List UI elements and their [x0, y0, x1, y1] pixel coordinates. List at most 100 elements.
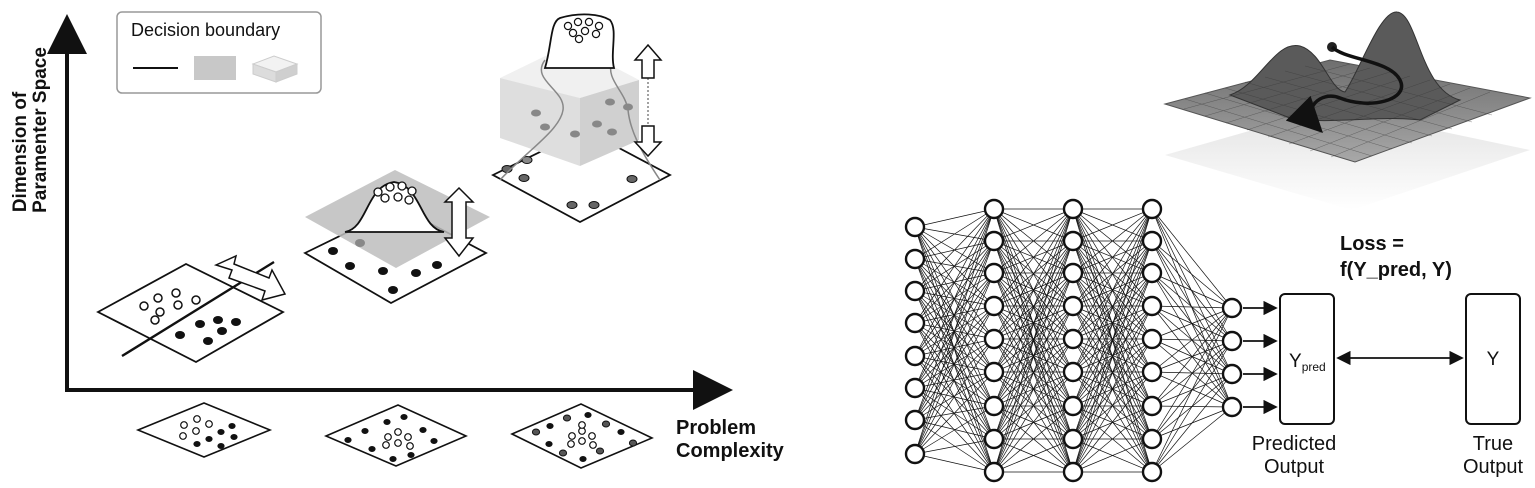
neuron-node — [1141, 461, 1163, 483]
output-arrows — [1243, 300, 1278, 415]
network-edge — [1072, 208, 1153, 242]
network-edge — [1072, 208, 1153, 473]
network-edge — [1151, 406, 1233, 473]
network-edge — [1072, 208, 1153, 307]
mini-plane-medium — [323, 404, 468, 467]
complexity-panel: Dimension of Paramenter Space Problem Co… — [10, 11, 785, 469]
neuron-node — [1062, 395, 1084, 417]
network-edge — [914, 305, 995, 455]
network-edge — [993, 240, 1074, 473]
network-edge — [1151, 272, 1233, 309]
network-edge — [914, 208, 995, 260]
network-edge — [1072, 405, 1153, 473]
network-edge — [914, 419, 995, 473]
legend-plane-swatch — [194, 56, 236, 80]
network-edge — [914, 240, 995, 455]
up-arrow-3 — [633, 43, 663, 79]
network-edge — [993, 305, 1074, 473]
network-edge — [914, 355, 995, 407]
network-edge — [993, 208, 1074, 274]
network-edge — [1072, 208, 1153, 340]
y-axis-label-line2: Paramenter Space — [30, 47, 51, 213]
predicted-output-subscript: pred — [1302, 360, 1326, 374]
network-edge — [1072, 338, 1153, 473]
stage-volume-boundary — [491, 13, 672, 224]
neuron-node — [983, 361, 1005, 383]
neuron-node — [1062, 295, 1084, 317]
loss-label-line2: f(Y_pred, Y) — [1340, 259, 1452, 281]
network-edge — [993, 208, 1074, 242]
network-edge — [1151, 240, 1233, 309]
network-edge — [1151, 307, 1233, 440]
network-edge — [1151, 373, 1233, 473]
network-edge — [1072, 208, 1153, 407]
neuron-node — [1062, 328, 1084, 350]
predicted-output-box — [1279, 293, 1335, 425]
neuron-node — [904, 312, 926, 334]
predicted-output-symbol: Ypred — [1289, 351, 1326, 374]
network-neurons — [904, 198, 1243, 483]
network-edge — [1072, 371, 1153, 473]
loss-landscape — [1163, 11, 1532, 210]
x-axis-label-line2: Complexity — [676, 440, 785, 462]
network-edge — [1151, 240, 1233, 342]
network-edge — [914, 208, 995, 455]
neuron-node — [1221, 297, 1243, 319]
neuron-node — [1221, 363, 1243, 385]
descent-path — [1285, 45, 1404, 133]
true-output-caption-line1: True — [1473, 433, 1513, 455]
neuron-node — [1141, 328, 1163, 350]
neuron-node — [1062, 230, 1084, 252]
network-edge — [1151, 307, 1233, 407]
neuron-node — [1141, 198, 1163, 220]
neuron-node — [983, 461, 1005, 483]
legend-volume-swatch — [251, 55, 299, 83]
neuron-node — [904, 377, 926, 399]
network-edge — [1072, 272, 1153, 473]
network-edge — [914, 208, 995, 228]
neuron-node — [904, 345, 926, 367]
neuron-node — [983, 328, 1005, 350]
network-edge — [1072, 208, 1153, 373]
neuron-node — [983, 428, 1005, 450]
true-output-box — [1465, 293, 1521, 425]
network-connections — [914, 208, 1233, 473]
network-edge — [914, 208, 995, 389]
network-edge — [993, 208, 1074, 340]
neuron-node — [1221, 396, 1243, 418]
network-edge — [1151, 307, 1233, 373]
neuron-node — [1141, 428, 1163, 450]
network-edge — [1072, 438, 1153, 473]
neuron-node — [904, 216, 926, 238]
network-edge — [914, 208, 995, 421]
network-edge — [914, 272, 995, 455]
network-panel: Ypred Predicted Output Y True Output Los… — [904, 11, 1532, 483]
network-edge — [914, 226, 995, 407]
true-output-caption-line2: Output — [1463, 456, 1523, 478]
network-edge — [993, 208, 1074, 440]
predicted-output-caption-line1: Predicted — [1252, 433, 1337, 455]
updown-arrow-2 — [443, 186, 475, 258]
network-edge — [914, 355, 995, 473]
mini-plane-simple — [135, 402, 273, 458]
neuron-node — [1141, 395, 1163, 417]
network-edge — [1072, 272, 1153, 373]
neuron-node — [904, 248, 926, 270]
x-axis-label-line1: Problem — [676, 417, 756, 439]
network-edge — [1072, 305, 1153, 473]
stage-linear-boundary — [96, 254, 287, 364]
network-edge — [993, 438, 1074, 473]
legend-title: Decision boundary — [131, 20, 280, 40]
neuron-node — [1062, 262, 1084, 284]
network-edge — [1072, 208, 1153, 274]
neuron-node — [1062, 428, 1084, 450]
neuron-node — [1062, 461, 1084, 483]
legend: Decision boundary — [116, 11, 322, 94]
neuron-node — [904, 443, 926, 465]
neuron-node — [1221, 330, 1243, 352]
predicted-output-caption-line2: Output — [1264, 456, 1324, 478]
network-edge — [993, 272, 1074, 473]
network-edge — [914, 355, 995, 440]
shift-arrow — [213, 254, 287, 302]
